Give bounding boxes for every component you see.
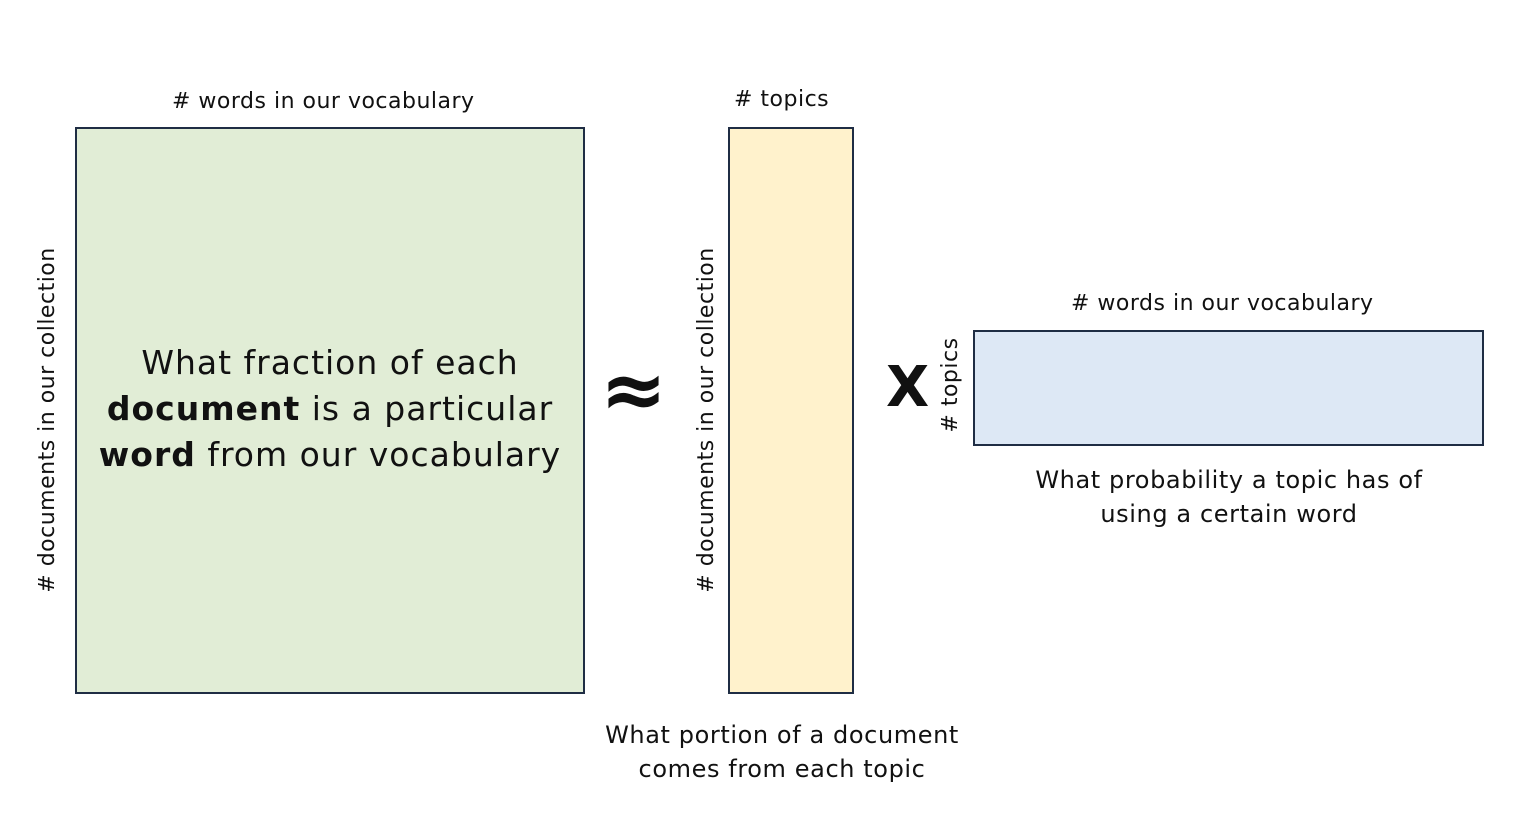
- description-line-3-rest: from our vocabulary: [195, 435, 562, 474]
- caption-line-1: What probability a topic has of: [1035, 466, 1423, 494]
- doc-topic-matrix: [728, 127, 854, 694]
- caption-line-2: using a certain word: [1100, 500, 1358, 528]
- bold-document: document: [106, 389, 301, 428]
- topic-word-matrix: [973, 330, 1484, 446]
- times-symbol: X: [886, 355, 930, 420]
- caption-line-1: What portion of a document: [605, 721, 959, 749]
- description-line-1: What fraction of each: [141, 343, 519, 382]
- doc-topic-matrix-top-label: # topics: [734, 87, 830, 112]
- topic-word-matrix-top-label: # words in our vocabulary: [1071, 291, 1374, 316]
- doc-topic-matrix-caption: What portion of a document comes from ea…: [582, 718, 982, 786]
- doc-topic-matrix-side-label: # documents in our collection: [694, 247, 719, 593]
- doc-word-matrix-side-label: # documents in our collection: [35, 247, 60, 593]
- doc-word-matrix-top-label: # words in our vocabulary: [172, 89, 475, 114]
- description-line-2-rest: is a particular: [300, 389, 554, 428]
- topic-word-matrix-caption: What probability a topic has of using a …: [1003, 463, 1455, 531]
- doc-word-matrix-description: What fraction of each document is a part…: [75, 340, 585, 478]
- topic-word-matrix-side-label: # topics: [938, 337, 963, 433]
- bold-word: word: [98, 435, 196, 474]
- description-line-2: document is a particular: [75, 386, 585, 432]
- caption-line-2: comes from each topic: [638, 755, 926, 783]
- description-line-3: word from our vocabulary: [75, 432, 585, 478]
- approx-symbol: ≈: [600, 343, 668, 436]
- doc-word-matrix: [75, 127, 585, 694]
